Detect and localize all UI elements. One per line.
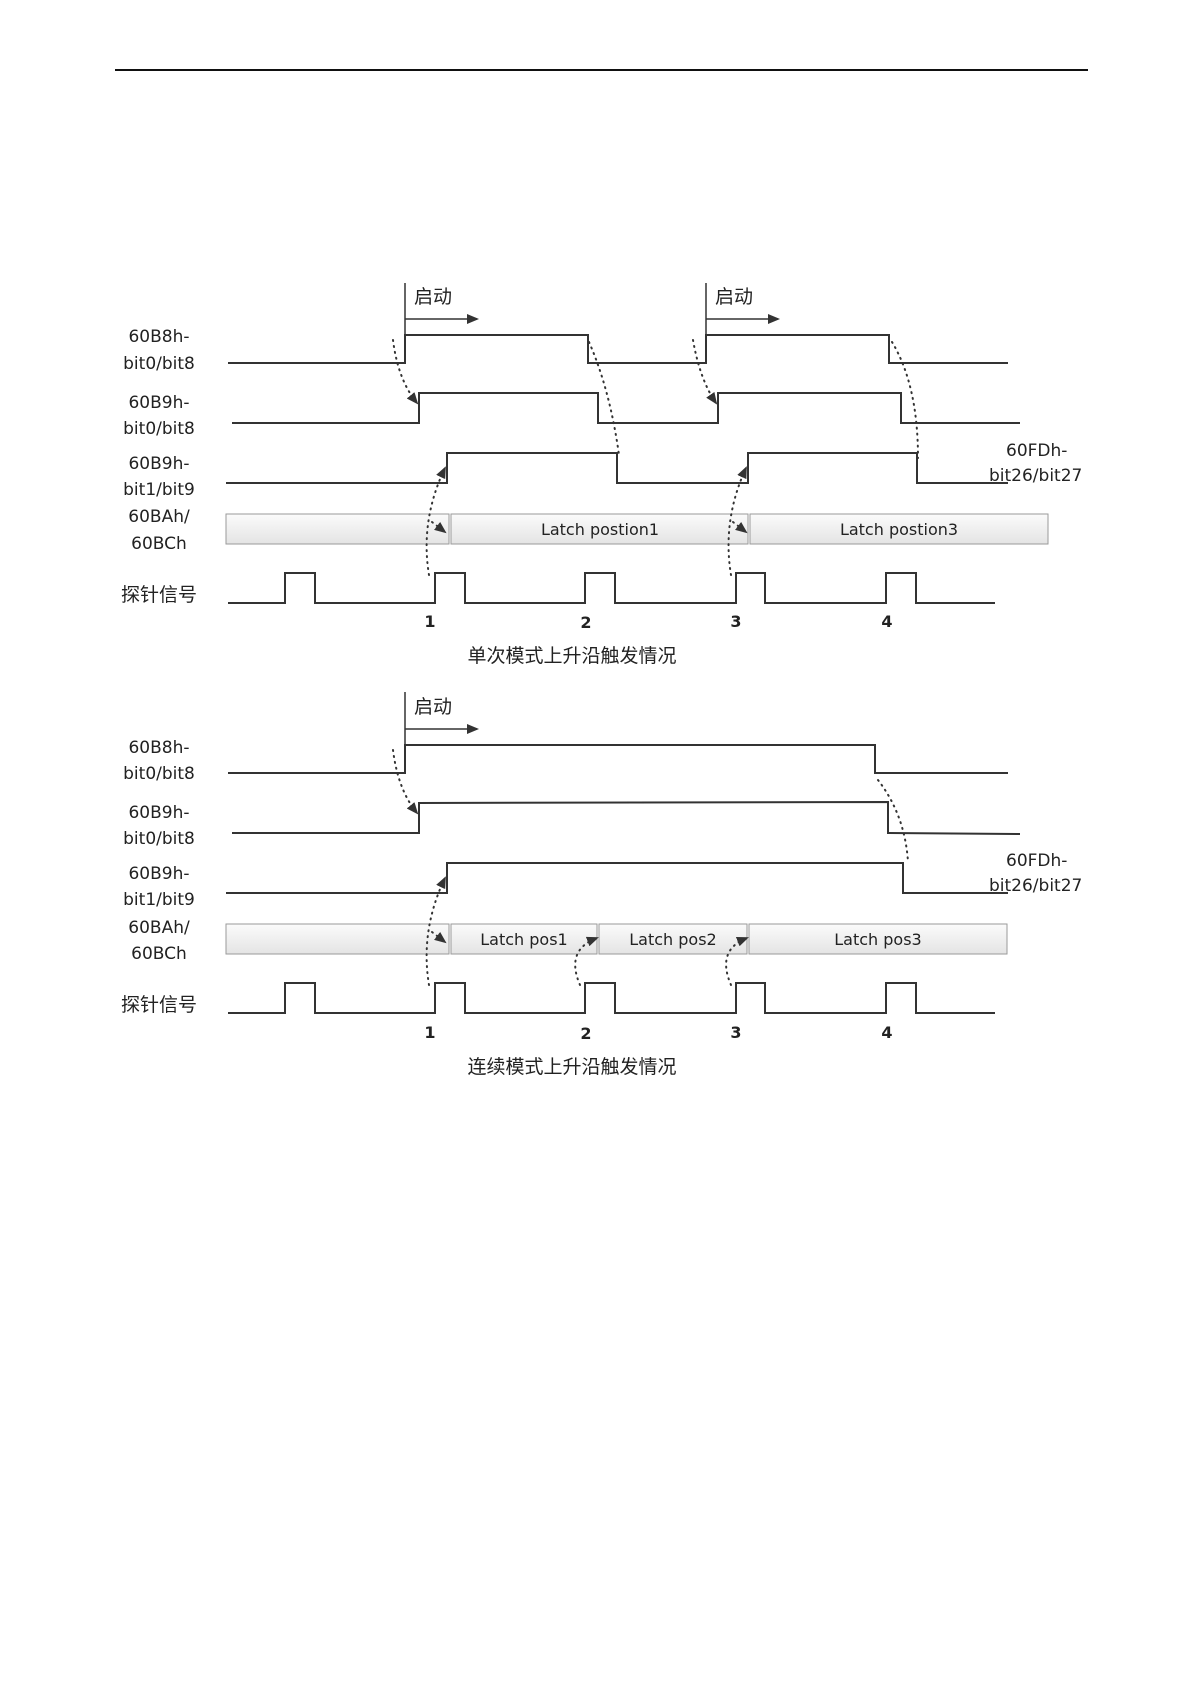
signal-label-60b9h-bit1: bit1/bit9 (123, 890, 195, 910)
side-label-60fdh-bits: bit26/bit27 (989, 876, 1082, 896)
signal-label-60b8h-bits: bit0/bit8 (123, 764, 195, 784)
diagram-caption: 单次模式上升沿触发情况 (467, 645, 676, 667)
start-label: 启动 (715, 286, 753, 308)
latch-label: Latch pos1 (480, 930, 567, 949)
continuous-mode-diagram: 启动 60B8h- bit0/bit8 60B9h- bit0/bit8 60B… (121, 692, 1082, 1078)
latch-box-empty (226, 924, 449, 954)
signal-label-60bah: 60BAh/ (128, 507, 190, 527)
causal-arrow (693, 340, 716, 403)
probe-signal-label: 探针信号 (121, 584, 197, 606)
waveform-60b9h-bit1 (226, 863, 1008, 893)
pulse-number: 4 (881, 1023, 892, 1042)
probe-signal-label: 探针信号 (121, 994, 197, 1016)
pulse-number: 2 (580, 613, 591, 632)
signal-label-60b8h: 60B8h- (128, 327, 189, 347)
pulse-number: 2 (580, 1024, 591, 1043)
signal-label-60b9h: 60B9h- (128, 393, 189, 413)
side-label-60fdh: 60FDh- (1006, 851, 1067, 871)
start-label: 启动 (414, 286, 452, 308)
signal-label-60b9h-bit0: bit0/bit8 (123, 829, 195, 849)
latch-register-row: Latch postion1 Latch postion3 (226, 514, 1048, 544)
pulse-number: 3 (730, 1023, 741, 1042)
waveform-probe (228, 983, 995, 1013)
signal-label-60b9h: 60B9h- (128, 803, 189, 823)
signal-label-60b8h: 60B8h- (128, 738, 189, 758)
waveform-60b9h-bit1 (226, 453, 1008, 483)
waveform-60b9h-bit0 (232, 393, 1020, 423)
latch-register-row: Latch pos1 Latch pos2 Latch pos3 (226, 924, 1007, 954)
start-marker-2: 启动 (706, 283, 778, 335)
side-label-60fdh-bits: bit26/bit27 (989, 466, 1082, 486)
latch-label: Latch pos2 (629, 930, 716, 949)
latch-box-empty (226, 514, 449, 544)
signal-label-60bah: 60BAh/ (128, 918, 190, 938)
latch-label: Latch pos3 (834, 930, 921, 949)
latch-label: Latch postion1 (541, 520, 659, 539)
pulse-number: 1 (424, 1023, 435, 1042)
pulse-number: 4 (881, 612, 892, 631)
causal-arrow (589, 342, 619, 455)
latch-label: Latch postion3 (840, 520, 958, 539)
signal-label-60b8h-bits: bit0/bit8 (123, 354, 195, 374)
waveform-probe (228, 573, 995, 603)
signal-label-60b9h: 60B9h- (128, 864, 189, 884)
signal-label-60bch: 60BCh (131, 534, 187, 554)
waveform-60b8h (228, 335, 1008, 363)
pulse-number: 3 (730, 612, 741, 631)
waveform-60b8h (228, 745, 1008, 773)
start-marker-1: 启动 (405, 283, 477, 335)
causal-arrow (892, 342, 918, 458)
signal-label-60b9h-bit1: bit1/bit9 (123, 480, 195, 500)
signal-label-60b9h-bit0: bit0/bit8 (123, 419, 195, 439)
single-mode-diagram: 启动 启动 60B8h- bit0/bit8 60B9h- bit0/bit8 … (121, 283, 1082, 667)
pulse-number: 1 (424, 612, 435, 631)
start-marker-1: 启动 (405, 692, 477, 745)
start-label: 启动 (414, 696, 452, 718)
side-label-60fdh: 60FDh- (1006, 441, 1067, 461)
diagram-caption: 连续模式上升沿触发情况 (467, 1056, 676, 1078)
signal-label-60b9h: 60B9h- (128, 454, 189, 474)
causal-arrow (878, 780, 908, 862)
signal-label-60bch: 60BCh (131, 944, 187, 964)
